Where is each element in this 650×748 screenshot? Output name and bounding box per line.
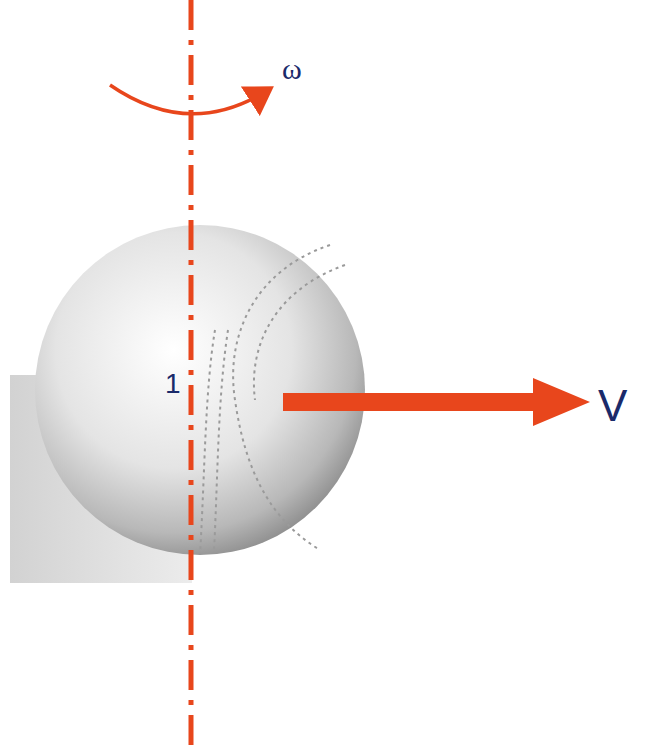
velocity-arrow-shaft <box>283 393 535 411</box>
baseball <box>35 225 365 555</box>
omega-label: ω <box>282 52 302 86</box>
velocity-arrow-head <box>533 378 590 426</box>
callout-number: 1 <box>165 368 181 400</box>
rotation-arrow <box>110 85 268 114</box>
velocity-label: V <box>598 381 627 431</box>
